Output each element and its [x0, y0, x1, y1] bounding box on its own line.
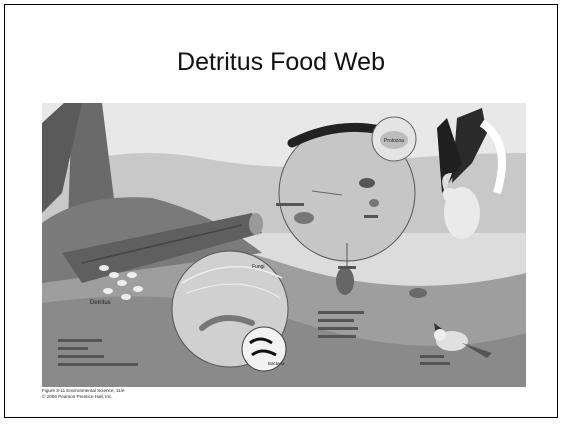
slide: Detritus Food Web: [4, 4, 558, 418]
label-bacteria: Bacteria: [268, 361, 285, 366]
mite: [294, 212, 314, 224]
log-end: [249, 213, 263, 235]
label-protozoa: Protozoa: [384, 138, 404, 144]
label-fungi: Fungi: [252, 264, 265, 270]
label-detritus: Detritus: [90, 300, 111, 306]
slide-title: Detritus Food Web: [5, 48, 557, 77]
illustration-svg: Detritus Protozoa Fungi: [42, 103, 526, 387]
mouse: [409, 288, 427, 298]
beetle: [359, 178, 375, 188]
insect-larva: [336, 267, 354, 295]
credit-line-2: © 2006 Pearson Prentice Hall, Inc.: [42, 394, 125, 400]
springtail: [369, 199, 379, 207]
figure-credit: Figure 3-11 Environmental Science, 11/e …: [42, 388, 125, 400]
food-web-illustration: Detritus Protozoa Fungi: [42, 103, 526, 387]
